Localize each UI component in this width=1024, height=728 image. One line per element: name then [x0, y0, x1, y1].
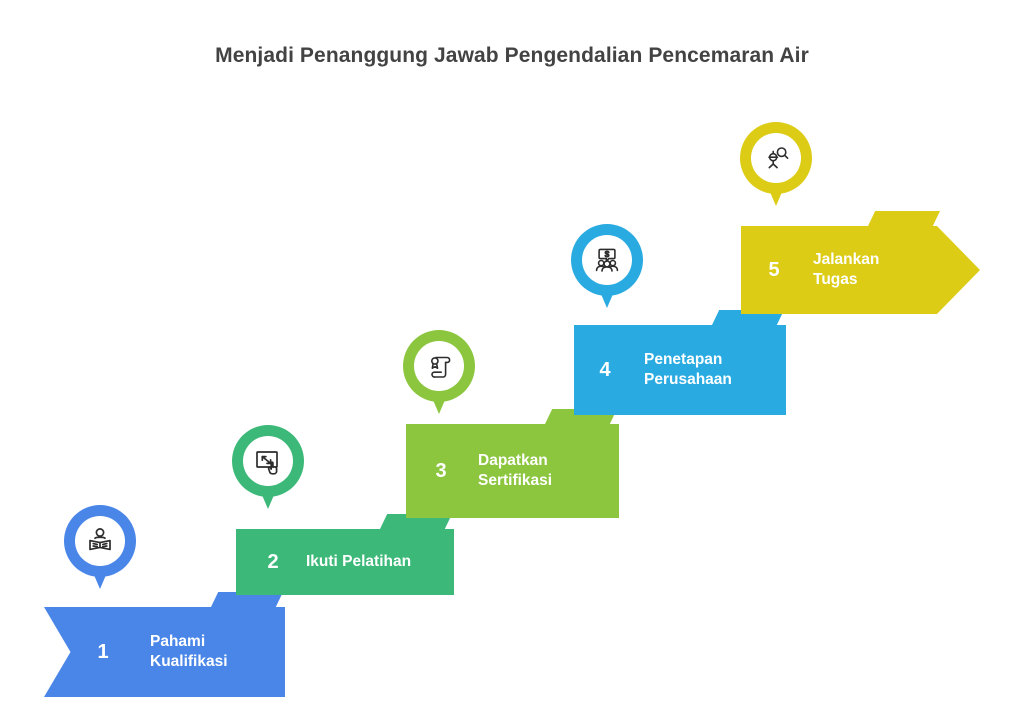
step-1-bar: [44, 592, 285, 697]
step-5-pin[interactable]: [740, 122, 812, 208]
step-1[interactable]: 1 Pahami Kualifikasi: [44, 592, 285, 697]
step-5-shape: [741, 226, 980, 314]
step-5-bar: [741, 211, 980, 314]
step-4-bar: [574, 310, 786, 415]
step-4-pin[interactable]: [571, 224, 643, 310]
step-2-pin[interactable]: [232, 425, 304, 511]
step-5-connector-tab: [868, 211, 940, 226]
step-3-shape: [406, 424, 619, 518]
business-deal-speech-icon: [591, 244, 623, 276]
step-2-pin-inner: [243, 436, 293, 486]
step-4-shape: [574, 325, 786, 415]
step-3[interactable]: 3 Dapatkan Sertifikasi: [406, 409, 619, 518]
step-1-pin[interactable]: [64, 505, 136, 591]
screen-hand-tap-icon: [252, 445, 284, 477]
step-1-pin-inner: [75, 516, 125, 566]
step-2-shape: [236, 529, 454, 595]
step-3-pin-inner: [414, 341, 464, 391]
step-2[interactable]: 2 Ikuti Pelatihan: [236, 514, 454, 595]
step-3-pin[interactable]: [403, 330, 475, 416]
person-reading-book-icon: [84, 525, 116, 557]
certificate-scroll-icon: [423, 350, 455, 382]
page-title: Menjadi Penanggung Jawab Pengendalian Pe…: [215, 44, 809, 67]
step-5-pin-inner: [751, 133, 801, 183]
person-magnifier-icon: [760, 142, 792, 174]
step-4-pin-inner: [582, 235, 632, 285]
step-2-bar: [236, 514, 454, 595]
step-1-shape: [44, 607, 285, 697]
step-3-bar: [406, 409, 619, 518]
step-1-connector-tab: [211, 592, 283, 607]
step-4[interactable]: 4 Penetapan Perusahaan: [574, 310, 786, 415]
step-5[interactable]: 5 Jalankan Tugas: [741, 211, 980, 314]
